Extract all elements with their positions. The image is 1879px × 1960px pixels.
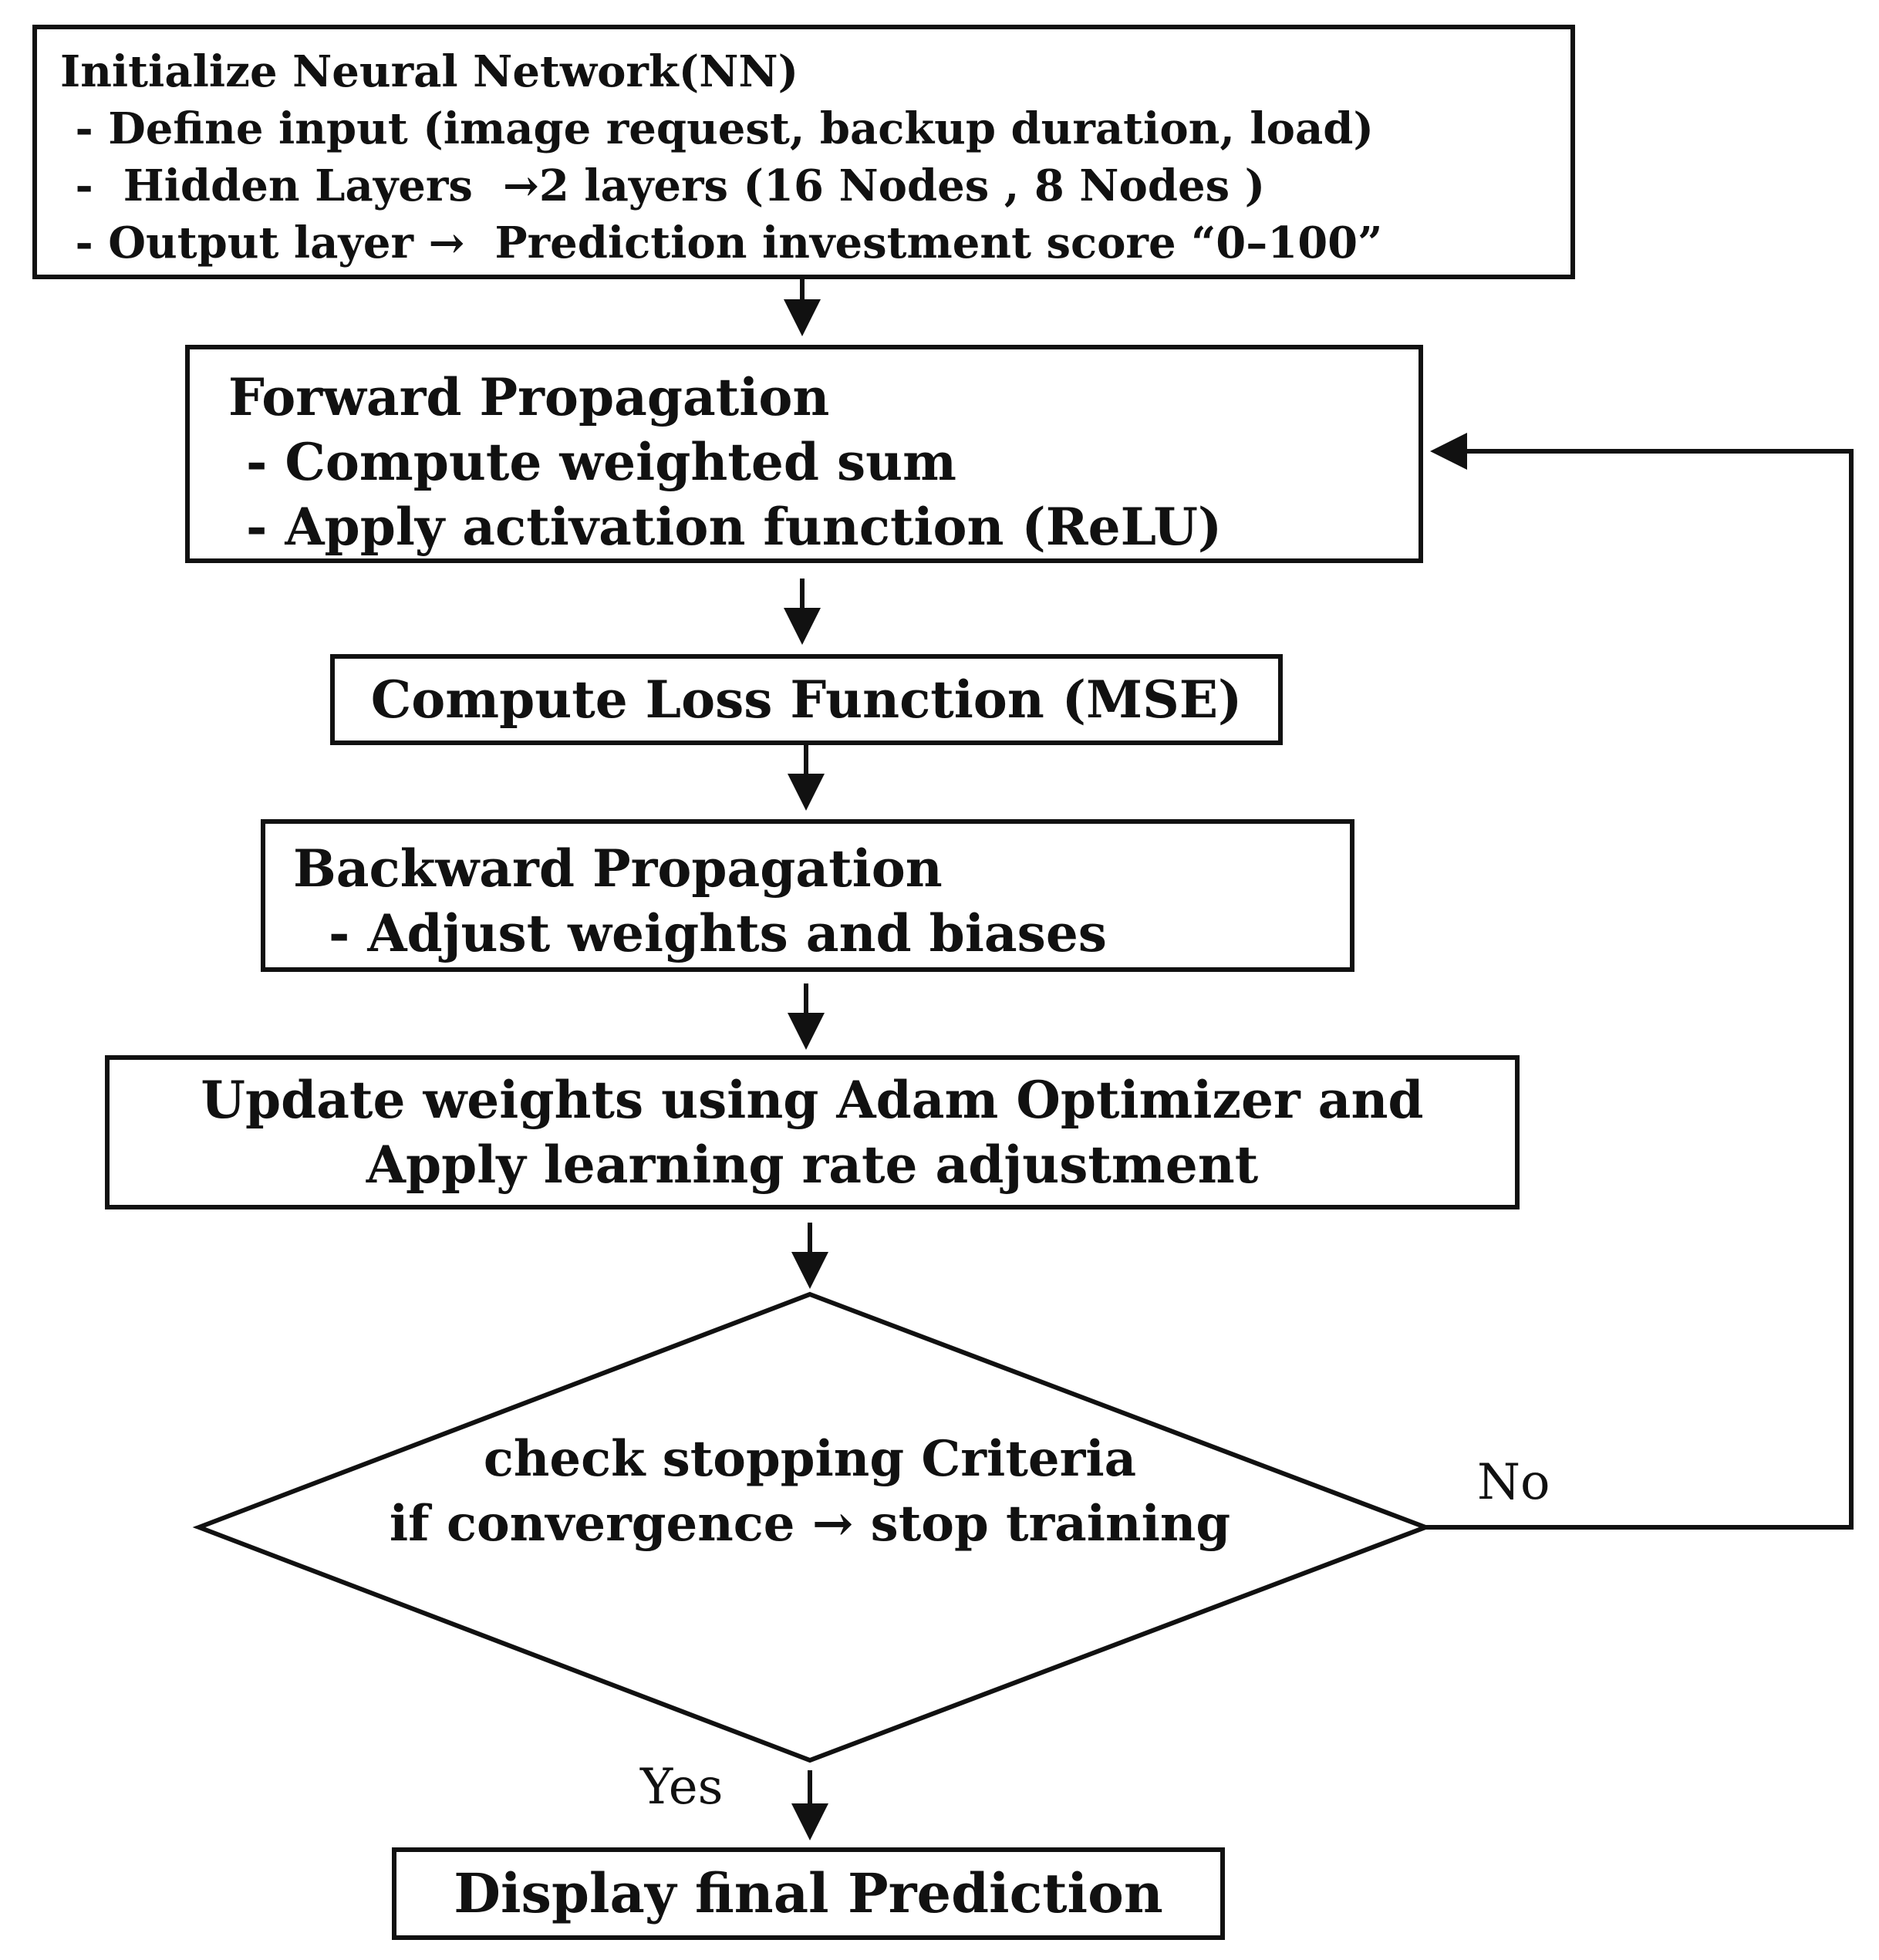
decision-text: check stopping Criteria if convergence →… [293, 1427, 1327, 1557]
node-backward-title: Backward Propagation [293, 838, 943, 899]
node-update-weights: Update weights using Adam Optimizer and … [105, 1055, 1520, 1209]
node-update-line-1: Apply learning rate adjustment [366, 1135, 1259, 1195]
node-display-prediction: Display final Prediction [392, 1847, 1225, 1940]
node-forward-title: Forward Propagation [228, 367, 830, 427]
node-compute-loss: Compute Loss Function (MSE) [330, 654, 1283, 745]
edge-label-yes: Yes [640, 1759, 724, 1816]
node-backward-line-1: - Adjust weights and biases [293, 903, 1107, 963]
node-initialize-line-3: - Output layer → Prediction investment s… [60, 218, 1383, 268]
node-initialize: Initialize Neural Network(NN) - Define i… [32, 25, 1575, 279]
decision-line-0: check stopping Criteria [483, 1430, 1137, 1488]
node-initialize-line-1: - Define input (image request, backup du… [60, 103, 1374, 154]
decision-line-1: if convergence → stop training [389, 1495, 1231, 1553]
node-initialize-line-2: - Hidden Layers →2 layers (16 Nodes , 8 … [60, 160, 1266, 211]
node-forward-propagation: Forward Propagation - Compute weighted s… [185, 345, 1423, 563]
node-backward-propagation: Backward Propagation - Adjust weights an… [261, 819, 1354, 972]
node-forward-line-2: - Apply activation function (ReLU) [228, 497, 1223, 557]
arrow-no-loop-to-forward [1425, 433, 1854, 1530]
decision-diamond [192, 1291, 1432, 1763]
node-display-title: Display final Prediction [454, 1861, 1163, 1925]
node-update-line-0: Update weights using Adam Optimizer and [201, 1070, 1424, 1130]
node-loss-title: Compute Loss Function (MSE) [370, 670, 1243, 730]
edge-label-no: No [1477, 1454, 1550, 1511]
node-forward-line-1: - Compute weighted sum [228, 432, 956, 492]
node-initialize-title: Initialize Neural Network(NN) [60, 46, 799, 97]
